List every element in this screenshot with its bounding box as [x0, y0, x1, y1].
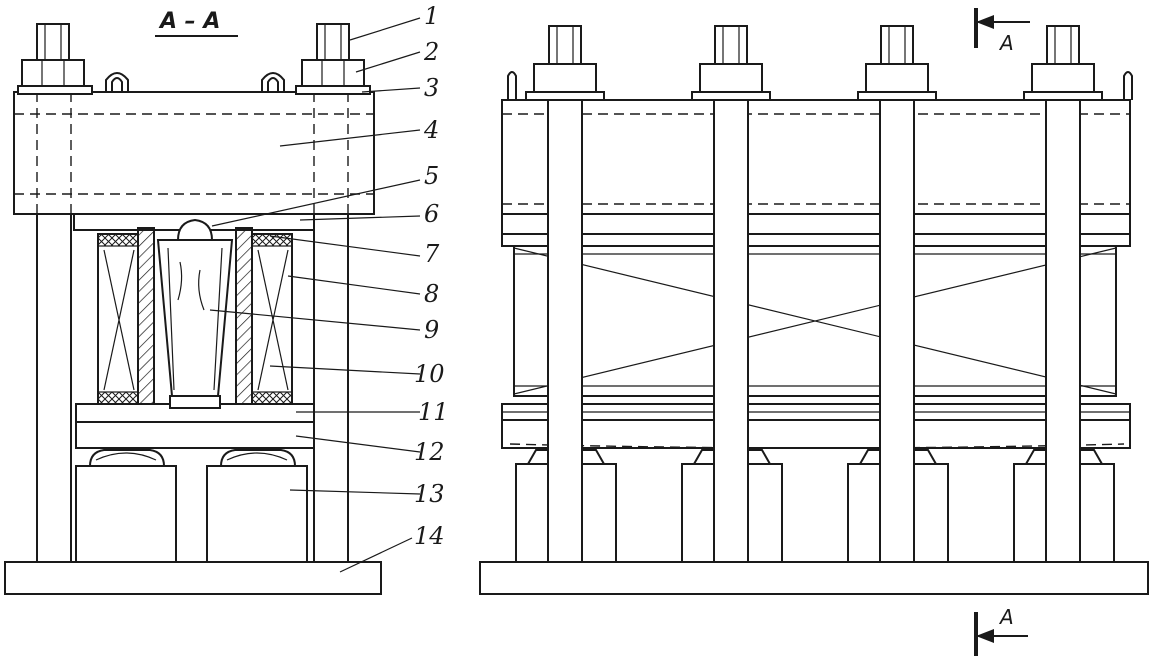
front-bottom-platen	[501, 419, 1131, 449]
callout-9: 9	[424, 316, 439, 344]
lifting-eye-left	[105, 72, 129, 92]
section-marker-top: A	[974, 8, 1030, 55]
callout-1: 1	[424, 2, 439, 30]
callout-7: 7	[424, 240, 440, 268]
callout-3: 3	[424, 74, 439, 102]
winding-left	[97, 233, 139, 405]
nut-right	[301, 59, 365, 87]
section-marker-bottom: A	[974, 605, 1028, 656]
section-title: A – A	[158, 9, 220, 34]
callout-10: 10	[414, 360, 445, 388]
column-right	[313, 209, 349, 563]
washer-right	[295, 85, 371, 95]
front-base-plate	[479, 561, 1149, 595]
insulating-cylinder-right	[235, 227, 253, 405]
washer-left	[17, 85, 93, 95]
front-yoke-beam	[501, 99, 1131, 215]
front-hook-left	[507, 71, 517, 100]
callout-2: 2	[423, 38, 439, 66]
upper-yoke-beam	[13, 91, 375, 215]
stud-left	[36, 23, 70, 61]
callout-13: 13	[414, 480, 445, 508]
callout-labels: 1 2 3 4 5 6 7 8 9 10 11 12 13 14	[414, 2, 449, 550]
core-wedge	[156, 239, 234, 409]
pressure-screw-head	[176, 218, 214, 241]
front-fasteners	[525, 25, 1103, 101]
front-upper-plate	[501, 213, 1131, 235]
callout-8: 8	[424, 280, 439, 308]
front-jacks	[515, 449, 1115, 563]
lifting-eye-right	[261, 72, 285, 92]
front-hook-right	[1123, 71, 1133, 100]
callout-12: 12	[414, 438, 445, 466]
front-columns	[547, 99, 1081, 563]
callout-6: 6	[424, 200, 439, 228]
column-left	[36, 209, 72, 563]
callout-14: 14	[414, 522, 445, 550]
section-marker-top-label: A	[998, 31, 1014, 55]
base-plate	[4, 561, 382, 595]
callout-11: 11	[418, 398, 449, 426]
stud-right	[316, 23, 350, 61]
insulating-cylinder-left	[137, 227, 155, 405]
callout-leaders	[209, 17, 421, 573]
nut-left	[21, 59, 85, 87]
front-view-right	[479, 25, 1149, 595]
bottom-platen	[75, 421, 315, 449]
callout-5: 5	[424, 162, 439, 190]
callout-4: 4	[423, 116, 439, 144]
jack-right	[206, 449, 308, 563]
section-marker-bottom-label: A	[998, 605, 1014, 629]
jack-left	[75, 449, 177, 563]
section-view-left: A – A	[4, 9, 382, 595]
winding-right	[251, 233, 293, 405]
